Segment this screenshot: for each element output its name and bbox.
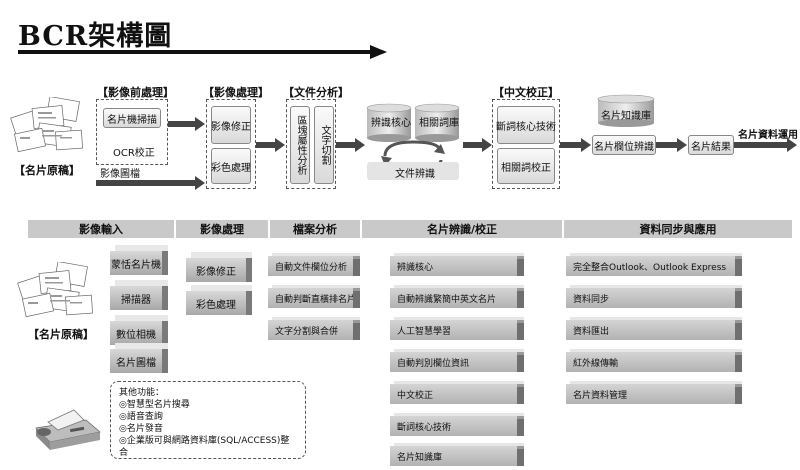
recognition-label: 自動判別欄位資訊 <box>390 352 517 372</box>
recognition-label: 斷詞核心技術 <box>390 416 517 436</box>
related-correction-button[interactable]: 相關詞校正 <box>497 148 555 184</box>
preprocess-header: 【影像前處理】 <box>97 86 174 99</box>
text-cut-label: 文字切割 <box>319 125 330 165</box>
scanner-device-icon <box>35 409 101 450</box>
doc-recognition-label: 文件辨識 <box>395 169 435 180</box>
recognition-item[interactable]: 自動辨識繁簡中英文名片 <box>390 285 524 308</box>
arrow-chinese-to-field <box>560 138 591 152</box>
arrow-doc-to-recog <box>336 138 365 152</box>
image-correction-button[interactable]: 影像修正 <box>211 106 251 144</box>
input-device-camera[interactable]: 數位相機 <box>110 315 168 345</box>
doc-analysis-box: 區塊屬性分析 文字切割 <box>286 99 336 189</box>
recognition-label: 人工智慧學習 <box>390 320 517 340</box>
arrow-result-to-application <box>734 138 797 152</box>
header-image-input: 影像輸入 <box>28 220 174 238</box>
field-recognition-button[interactable]: 名片欄位辨識 <box>592 135 656 155</box>
input-device-label: 數位相機 <box>110 321 162 345</box>
sync-item[interactable]: 名片資料管理 <box>566 381 742 404</box>
sync-label: 紅外線傳輸 <box>566 352 735 372</box>
other-functions-box: 其他功能： ◎智慧型名片搜尋 ◎語音查詢 ◎名片發音 ◎企業版可與網路資料庫(S… <box>110 381 306 459</box>
other-function-item: ◎語音查詢 <box>119 412 163 422</box>
block-attribute-label: 區塊屬性分析 <box>295 115 306 175</box>
input-device-label: 蒙恬名片機 <box>110 251 162 275</box>
image-file-label: 影像圖檔 <box>100 169 140 180</box>
sync-label: 資料匯出 <box>566 320 735 340</box>
file-analysis-label: 自動文件欄位分析 <box>268 256 353 276</box>
recognition-item[interactable]: 中文校正 <box>390 381 524 404</box>
recognition-label: 辨識核心 <box>390 256 517 276</box>
input-device-meitian[interactable]: 蒙恬名片機 <box>110 245 168 275</box>
header-sync-application: 資料同步與應用 <box>564 220 792 238</box>
card-source-label-2: 【名片原稿】 <box>28 328 94 341</box>
sync-label: 資料同步 <box>566 288 735 308</box>
arrow-field-to-result <box>656 138 687 152</box>
lexicon-label: 相關詞庫 <box>419 118 459 129</box>
recognition-core-cylinder <box>366 103 412 142</box>
input-device-label: 掃描器 <box>110 286 162 310</box>
doc-analysis-header: 【文件分析】 <box>283 86 349 99</box>
card-source-label: 【名片原稿】 <box>14 164 80 177</box>
header-recognition-correction: 名片辨識/校正 <box>362 220 562 238</box>
image-process-header: 【影像處理】 <box>203 86 269 99</box>
business-card-stack-icon-2 <box>17 262 93 318</box>
other-function-item: ◎名片發音 <box>119 424 163 434</box>
header-image-processing: 影像處理 <box>176 220 268 238</box>
image-process-box: 影像修正 彩色處理 <box>206 99 256 189</box>
sync-item[interactable]: 紅外線傳輸 <box>566 349 742 372</box>
recognition-item[interactable]: 名片知識庫 <box>390 443 524 466</box>
bottom-color-processing[interactable]: 彩色處理 <box>186 285 252 315</box>
chinese-correction-header: 【中文校正】 <box>493 86 559 99</box>
recognition-cluster <box>366 103 460 180</box>
sync-item[interactable]: 資料同步 <box>566 285 742 308</box>
knowledge-base-cylinder <box>597 94 655 127</box>
image-processing-label: 彩色處理 <box>186 291 246 315</box>
input-device-scanner[interactable]: 掃描器 <box>110 280 168 310</box>
recognition-item[interactable]: 辨識核心 <box>390 253 524 276</box>
text-cut-button[interactable]: 文字切割 <box>314 106 334 184</box>
business-card-stack-icon <box>10 97 83 153</box>
card-result-button[interactable]: 名片結果 <box>688 135 734 155</box>
other-function-item: ◎智慧型名片搜尋 <box>119 400 190 410</box>
lexicon-cylinder <box>414 103 460 142</box>
bottom-image-correction[interactable]: 影像修正 <box>186 252 252 282</box>
sync-label: 名片資料管理 <box>566 384 735 404</box>
arrow-preprocess-to-image <box>168 117 205 131</box>
scan-button[interactable]: 名片機掃描 <box>103 108 161 128</box>
other-functions-title: 其他功能： <box>119 388 165 398</box>
knowledge-base-label: 名片知識庫 <box>601 111 651 122</box>
header-file-analysis: 檔案分析 <box>270 220 360 238</box>
file-analysis-item[interactable]: 文字分割與合併 <box>268 317 360 340</box>
file-analysis-item[interactable]: 自動文件欄位分析 <box>268 253 360 276</box>
color-processing-button[interactable]: 彩色處理 <box>211 148 251 184</box>
chinese-correction-box: 斷詞核心技術 相關詞校正 <box>492 99 560 189</box>
preprocess-box: 名片機掃描 OCR校正 <box>96 99 168 165</box>
recognition-label: 名片知識庫 <box>390 446 517 466</box>
segmentation-button[interactable]: 斷詞核心技術 <box>496 106 556 144</box>
recognition-label: 自動辨識繁簡中英文名片 <box>390 288 517 308</box>
input-device-label: 名片圖檔 <box>110 349 162 373</box>
card-application-label: 名片資料運用 <box>738 130 798 141</box>
recognition-item[interactable]: 人工智慧學習 <box>390 317 524 340</box>
sync-item[interactable]: 資料匯出 <box>566 317 742 340</box>
ocr-label: OCR校正 <box>113 148 155 159</box>
recognition-item[interactable]: 自動判別欄位資訊 <box>390 349 524 372</box>
input-device-image-file[interactable]: 名片圖檔 <box>110 343 168 373</box>
file-analysis-label: 文字分割與合併 <box>268 320 353 340</box>
arrow-image-to-doc <box>256 138 285 152</box>
recognition-label: 中文校正 <box>390 384 517 404</box>
sync-label: 完全整合Outlook、Outlook Express <box>566 256 735 276</box>
arrow-image-file <box>96 176 205 190</box>
other-function-item: ◎企業版可與網路資料庫(SQL/ACCESS)整合 <box>119 436 290 458</box>
arrow-recog-to-chinese <box>463 138 492 152</box>
page-title: BCR架構圖 <box>18 21 173 52</box>
recognition-core-label: 辨識核心 <box>371 118 411 129</box>
file-analysis-item[interactable]: 自動判斷直橫排名片 <box>268 285 360 308</box>
title-underline-arrow <box>18 45 387 59</box>
sync-item[interactable]: 完全整合Outlook、Outlook Express <box>566 253 742 276</box>
file-analysis-label: 自動判斷直橫排名片 <box>268 288 356 308</box>
image-processing-label: 影像修正 <box>186 258 246 282</box>
recognition-item[interactable]: 斷詞核心技術 <box>390 413 524 436</box>
block-attribute-button[interactable]: 區塊屬性分析 <box>290 106 310 184</box>
